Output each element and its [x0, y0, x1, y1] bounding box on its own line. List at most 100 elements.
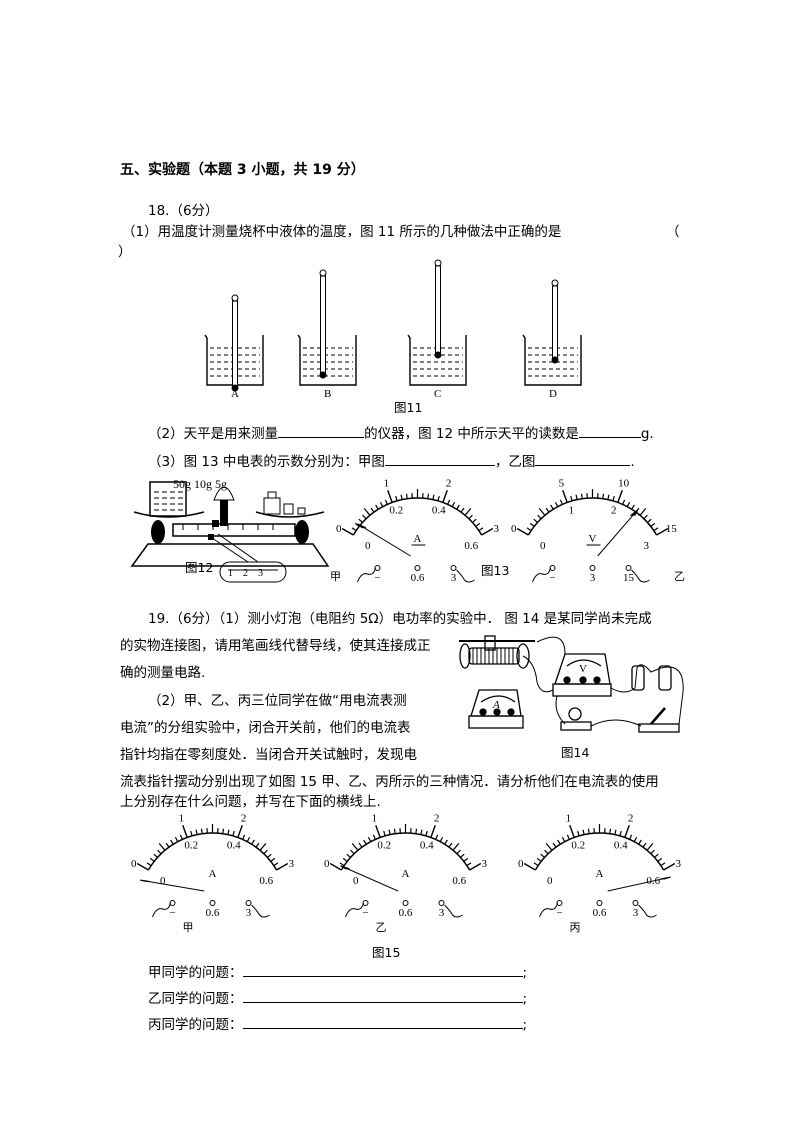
- wire: [631, 569, 650, 583]
- meter-tick: [190, 830, 193, 837]
- meter-tick: [626, 501, 631, 507]
- blank-balance-reading[interactable]: [578, 423, 641, 438]
- thermometer-bulb: [319, 371, 327, 379]
- meter-needle: [357, 523, 411, 557]
- beaker-B: B: [297, 269, 357, 400]
- terminal-label: −: [374, 572, 380, 584]
- q18-part2-unit: g.: [640, 426, 654, 442]
- q19-line5: 电流”的分组实验中，闭合开关前，他们的电流表: [120, 720, 411, 736]
- meter-tick: [232, 830, 235, 837]
- thermometer-top: [231, 294, 239, 302]
- meter-scale-top-label: 0: [336, 523, 342, 535]
- meter-scale-bottom-label: 0.6: [452, 875, 466, 887]
- meter-scale-bottom-label: 0: [160, 875, 166, 887]
- answer-label: 丙同学的问题：: [148, 1017, 243, 1033]
- meter-scale-bottom-label: 0.2: [571, 840, 585, 852]
- figure-12-balance: [130, 481, 330, 583]
- meter-scale-top-label: 2: [628, 812, 634, 824]
- q18-part3-text-b: ，乙图: [494, 454, 536, 470]
- terminal-label: −: [362, 907, 368, 919]
- meter-unit-symbol: V: [589, 533, 597, 545]
- terminal-label: 0.6: [399, 907, 413, 919]
- meter-tick: [270, 857, 276, 862]
- beaker-D: D: [522, 279, 582, 400]
- meter-tick: [643, 514, 648, 520]
- beaker-outline: [297, 334, 357, 386]
- answer-label: 甲同学的问题：: [148, 965, 243, 981]
- q18-part1-text: （1）用温度计测量烧杯中液体的温度，图 11 所示的几种做法中正确的是: [122, 224, 562, 240]
- meter-tick: [460, 507, 465, 513]
- wire: [345, 902, 364, 918]
- thermometer-icon: [552, 285, 558, 361]
- meter-tick: [619, 830, 622, 837]
- beaker-outline: [407, 334, 467, 386]
- thermometer-bulb: [231, 384, 239, 392]
- scale-label: 1: [228, 568, 243, 579]
- answer-blank-yi[interactable]: [242, 988, 523, 1003]
- meter-tick: [552, 842, 557, 848]
- meter-tick: [550, 504, 554, 510]
- answer-blank-bing[interactable]: [242, 1014, 523, 1029]
- option-label: B: [324, 388, 331, 400]
- meter-tick: [346, 853, 351, 858]
- thermometer-top: [434, 259, 442, 267]
- meter-tick: [174, 836, 179, 842]
- meter-tick: [523, 862, 536, 871]
- terminal-label: −: [169, 907, 175, 919]
- meter-tick: [383, 830, 386, 837]
- thermometer-icon: [232, 300, 238, 389]
- answer-blank-jia[interactable]: [242, 962, 523, 977]
- meter-tick: [358, 518, 363, 523]
- ammeter-symbol: A: [492, 699, 500, 711]
- meter-tick: [354, 522, 360, 527]
- meter-scale-top-label: 0: [511, 523, 517, 535]
- meter-tick: [533, 518, 538, 523]
- meter-tick: [577, 830, 580, 837]
- meter-tick: [650, 849, 655, 855]
- terminal-label: −: [556, 907, 562, 919]
- meter-scale-bottom-label: 3: [643, 540, 649, 552]
- meter-tick: [259, 843, 267, 851]
- meter-scale-bottom-label: 0: [353, 875, 359, 887]
- meter-tick: [351, 527, 357, 532]
- meter-tick: [451, 501, 456, 507]
- wire: [152, 902, 171, 918]
- wire: [357, 567, 376, 583]
- meter-tick: [624, 825, 630, 838]
- rheostat: [459, 635, 535, 669]
- meter-tick: [580, 493, 583, 499]
- meter-tick: [149, 857, 155, 862]
- wire: [251, 904, 270, 918]
- terminal-post: [625, 565, 632, 571]
- q18-part3: （3）图 13 中电表的示数分别为：甲图，乙图.: [148, 451, 635, 471]
- meter-side-label: 甲: [330, 571, 341, 583]
- meter-needle: [597, 509, 639, 557]
- terminal-post: [245, 900, 252, 906]
- meter-tick: [182, 825, 188, 838]
- q19-line8: 上分别存在什么问题，并写在下面的横线上.: [120, 794, 381, 810]
- meter-tick: [370, 507, 375, 513]
- blank-meter-jia[interactable]: [384, 451, 495, 466]
- meter-tick: [642, 842, 647, 848]
- meter-tick: [447, 499, 451, 505]
- scale-label: 3: [258, 568, 273, 579]
- terminal-post: [169, 900, 176, 906]
- meter-tick: [646, 843, 654, 851]
- meter-tick: [557, 839, 561, 845]
- blank-meter-yi[interactable]: [535, 451, 631, 466]
- q18-part3-end: .: [630, 454, 635, 470]
- terminal-post: [589, 565, 596, 571]
- meter-tick: [153, 853, 158, 858]
- blank-balance-purpose[interactable]: [278, 423, 365, 438]
- terminal-label: 0.6: [206, 907, 220, 919]
- meter-tick: [165, 842, 170, 848]
- meter-tick: [255, 842, 260, 848]
- terminal-label: 3: [451, 572, 457, 584]
- terminal-post: [362, 900, 369, 906]
- meter-needle: [340, 865, 399, 892]
- beaker-outline: [522, 334, 582, 386]
- thermometer-bulb: [551, 356, 559, 364]
- meter-needle: [140, 879, 205, 892]
